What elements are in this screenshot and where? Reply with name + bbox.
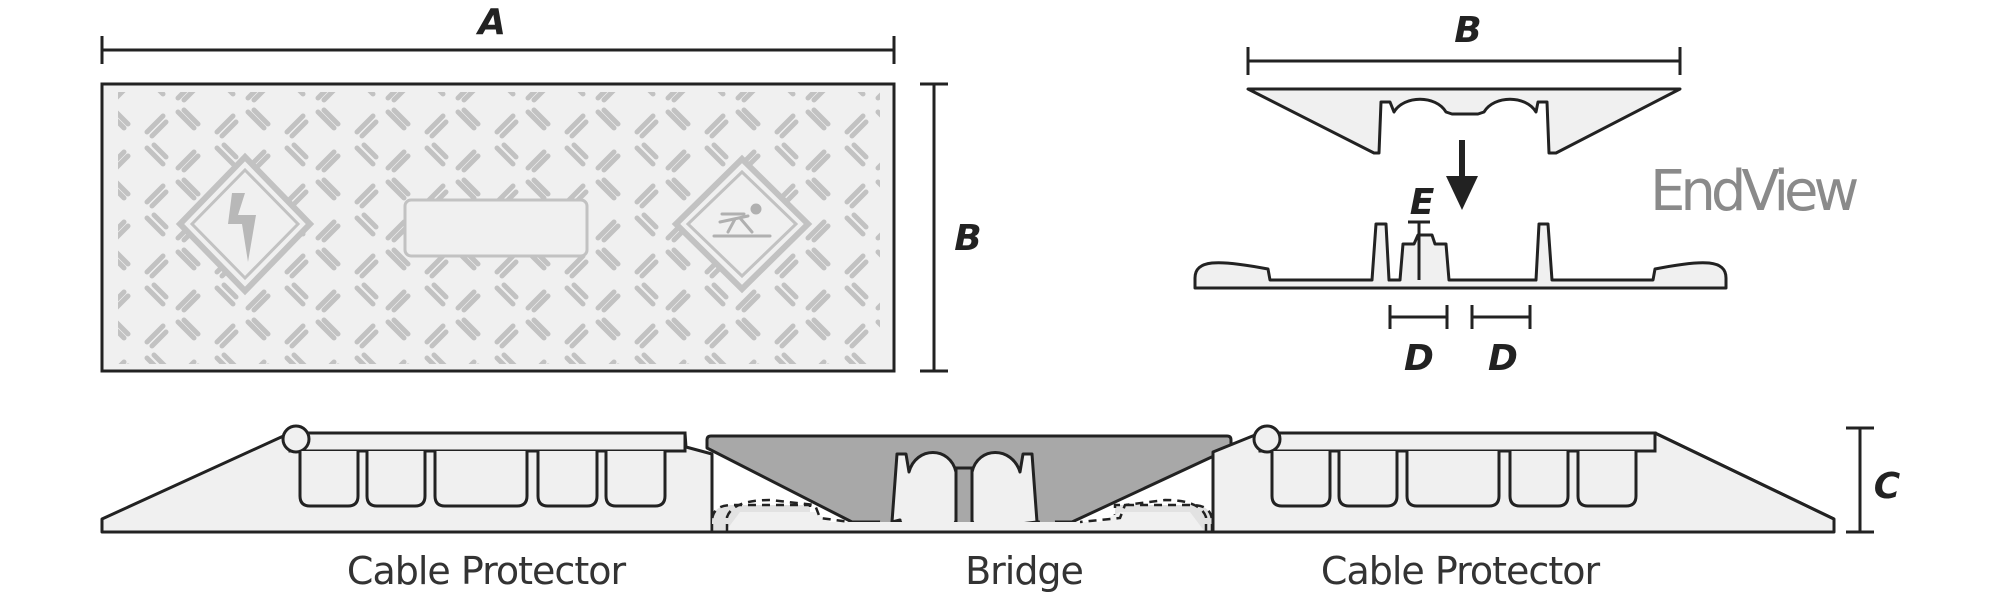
- dimension-e: [1408, 220, 1430, 280]
- label-plate: [403, 198, 589, 258]
- electric-shock-warning-icon: [175, 152, 315, 296]
- dimension-a-label: A: [475, 2, 506, 43]
- dimension-e-label: E: [1410, 182, 1435, 223]
- trip-hazard-warning-icon: [671, 154, 813, 294]
- dimension-d-right-label: D: [1488, 338, 1518, 379]
- dimension-d-left: [1388, 305, 1449, 329]
- protector-end-profile: [1193, 222, 1728, 290]
- cable-protector-left: [100, 424, 714, 534]
- caption-bridge: Bridge: [965, 549, 1083, 593]
- hinge-left: [281, 424, 311, 454]
- dimension-b-side: [920, 82, 948, 373]
- hinge-right: [1252, 424, 1282, 454]
- down-arrow-icon: [1446, 140, 1478, 210]
- bridge-section: [705, 434, 1233, 534]
- bridge-end-profile: [1246, 87, 1682, 155]
- dimension-c-label: C: [1874, 466, 1901, 507]
- dimension-c: [1846, 426, 1874, 534]
- end-view-title: EndView: [1650, 159, 1858, 224]
- top-view: A B: [100, 2, 982, 373]
- caption-cable-protector-left: Cable Protector: [347, 549, 627, 593]
- dimension-b-top: [1246, 47, 1682, 75]
- dimension-a: [100, 36, 896, 64]
- cable-protector-right: [1211, 424, 1836, 534]
- dimension-d-left-label: D: [1404, 338, 1434, 379]
- dimension-b-top-label: B: [1454, 10, 1481, 51]
- dimension-d-right: [1470, 305, 1532, 329]
- dimension-b-side-label: B: [954, 218, 981, 259]
- end-view: B E D D EndView: [1193, 10, 1863, 379]
- side-view-assembly: C Cable Protector Bridge Cable Protector: [100, 424, 1901, 593]
- caption-cable-protector-right: Cable Protector: [1321, 549, 1601, 593]
